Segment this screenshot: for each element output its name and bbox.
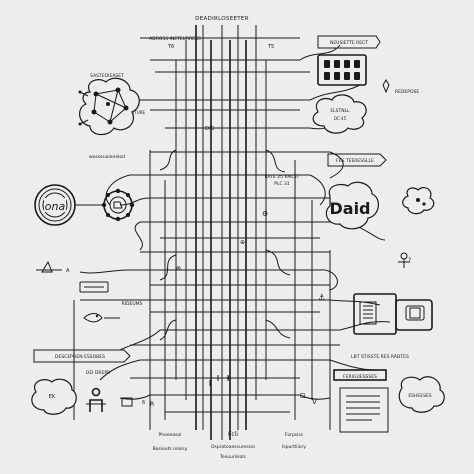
- pill-left-label: DESCEPOEN ESSOBES: [55, 354, 105, 360]
- svg-text:?: ?: [408, 257, 411, 264]
- bottom-label-b: Fcli: [228, 431, 238, 438]
- right-cloud-label: ELSTNLL: [330, 108, 350, 114]
- left-logo-text: ona: [45, 200, 66, 213]
- person-icon-right: [398, 252, 410, 268]
- svg-text:⚓: ⚓: [318, 293, 325, 302]
- left-small-node: [79, 281, 109, 293]
- bottom-label-b2: Osprotoaessuressoi: [211, 444, 255, 450]
- mid-right-code: PLC 31: [274, 181, 290, 187]
- document-window-right: [353, 293, 433, 335]
- bottom-right-label: LBT STISSTE RES RADTES: [351, 354, 409, 360]
- small-glyphs: ⚙ ⊕ ⚓ ✦ ⊡ V R ⊗ ?: [150, 210, 411, 408]
- small-left-label: OEI DREPR: [86, 370, 110, 376]
- svg-text:V: V: [312, 398, 317, 406]
- svg-text:6: 6: [142, 400, 145, 406]
- tag-t6: T6: [167, 44, 174, 50]
- right-logo-text: Daid: [329, 199, 370, 218]
- mid-right-label: RATE 25 KMLST: [265, 174, 300, 180]
- left-cloud-label: SASTEOIEASET: [90, 73, 124, 79]
- pill-left: DESCEPOEN ESSOBES: [33, 349, 131, 363]
- left-pin-icon: A: [36, 260, 70, 274]
- right-cloud: ELSTNLL OC 45: [312, 94, 367, 134]
- bird-icon: [83, 313, 120, 323]
- central-bus: [175, 25, 267, 440]
- bottom-label-a: Phoeeasol: [159, 432, 182, 438]
- left-mid-label: RIDEUMS: [122, 301, 143, 307]
- tag-t5: T5: [267, 44, 274, 50]
- top-right-label: NEUSIETTE RECT: [330, 40, 368, 46]
- svg-text:EK: EK: [49, 394, 56, 400]
- center-tag: DIS: [205, 126, 215, 132]
- gear-icon: [101, 188, 135, 222]
- person-icon-left: [86, 387, 106, 412]
- bottom-right-cloud-label: ESHEESES: [408, 393, 431, 399]
- svg-text:⊕: ⊕: [240, 239, 245, 246]
- pill-mid-right: FES TEERESSLLE: [327, 153, 387, 167]
- small-node-bottom-left: 6: [121, 397, 145, 407]
- left-sub-label: wosseuaienelod: [89, 154, 125, 160]
- right-note-label: REDEPOSE: [395, 89, 419, 95]
- svg-text:⊗: ⊗: [176, 265, 181, 272]
- bottom-right-note: FERIGUESSSES: [333, 369, 389, 433]
- svg-text:⊡: ⊡: [300, 392, 306, 400]
- bottom-label-d: Forpsiss: [285, 432, 304, 438]
- right-note: REDEPOSE: [382, 79, 419, 95]
- bottom-label-c: Tesuurisiols: [219, 454, 246, 460]
- top-right-label-box: NEUSIETTE RECT: [317, 35, 381, 49]
- top-title: DEADIRLOSEETER: [195, 16, 249, 22]
- left-network-cloud: SASTEOIEASET wosseuaienelod: [78, 73, 140, 160]
- svg-text:R: R: [150, 401, 154, 408]
- right-cloud-code: OC 45: [334, 116, 347, 121]
- icon-grid: [317, 54, 367, 86]
- svg-text:✦: ✦: [226, 375, 231, 382]
- right-logo: Daid: [325, 181, 379, 230]
- bottom-label-a2: Bosieuts nosisy: [153, 446, 188, 452]
- bottom-label-d2: Ispurtliiory: [282, 444, 306, 450]
- top-subtitle: ADROSS INETEURRESS: [149, 36, 201, 42]
- svg-text:A: A: [66, 268, 70, 274]
- bottom-right-note-label: FERIGUESSSES: [343, 374, 377, 380]
- small-cloud-right: [402, 186, 435, 215]
- bottom-right-cloud: ESHEESES: [398, 376, 445, 413]
- pill-mid-label: FES TEERESSLLE: [336, 158, 374, 164]
- bottom-left-cloud: EK: [31, 378, 77, 415]
- left-logo: ona: [34, 184, 76, 226]
- svg-text:⚙: ⚙: [262, 210, 268, 218]
